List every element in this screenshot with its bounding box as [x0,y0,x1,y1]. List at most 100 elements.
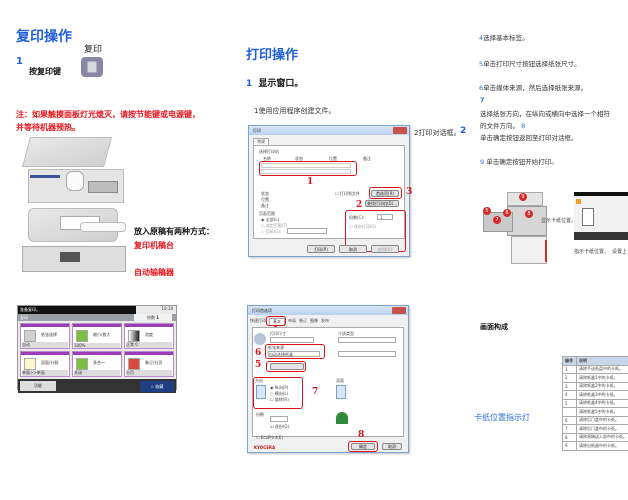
tab-bar: 快速打印 基本 布局 装订 图像 发布 [250,318,329,326]
tile-duplex[interactable]: 双面/分割单面>>单面 [20,351,70,377]
copies-field[interactable]: 份数 1 [134,314,172,321]
callout-box-6 [265,344,325,359]
function-button[interactable]: 功能 [20,381,56,391]
jam-indicator-label: 卡纸位置指示灯 [474,413,530,422]
collate-checkbox[interactable]: ☑ 逐份(O) [270,424,290,429]
callout-2: 2 [356,200,363,210]
printer-row[interactable] [261,163,351,168]
copy-key-button[interactable] [81,57,103,77]
callout-3: 3 [406,187,413,197]
tile-combine[interactable]: 多合一关闭 [72,351,122,377]
tile-collate[interactable]: 装订/分页分页 [124,351,174,377]
tab-imaging[interactable]: 图像 [310,318,318,323]
portrait-radio[interactable]: ◉ 纵向(P) [270,385,289,390]
paper-icon [24,330,36,342]
tab-layout[interactable]: 布局 [288,318,296,323]
callout-box-4 [266,316,286,326]
zoom-icon [76,330,88,342]
callout-8: 8 [358,430,365,440]
favorites-button[interactable]: ☆ 收藏 [140,380,174,392]
panel-time: 10:10 [161,306,173,311]
duplex-label: 双面 [336,378,344,383]
callout-1: 1 [307,177,314,187]
range-pages-radio[interactable]: ○ 页码(G): [261,229,282,234]
tab-quick-print[interactable]: 快速打印 [250,318,266,323]
print-to-file-checkbox[interactable]: ☐ 打印到文件 [335,191,360,196]
orientation-icon [256,385,266,399]
tile-paper-select[interactable]: 纸张选择自动 [20,323,70,349]
media-source-select[interactable]: 自动选择纸盒 [268,351,320,357]
duplex-select[interactable] [338,351,396,357]
combine-icon [76,358,88,370]
landscape-radio[interactable]: ○ 横向(L) [270,391,289,396]
duplex-icon [24,358,36,370]
step-7-number: 7 [480,96,485,104]
placement-option-platen: 复印机稿台 [134,241,174,250]
range-all-radio[interactable]: ◉ 全部(L) [261,217,280,222]
cancel-button[interactable]: 取消 [382,443,402,450]
print-substep-1: 1使用应用程序创建文件。 [254,107,336,115]
printer-row[interactable] [261,169,351,174]
close-icon[interactable] [393,127,407,134]
page-range-input[interactable] [287,228,327,234]
ok-button[interactable]: 确定 [351,443,375,450]
copies-input[interactable] [270,416,288,422]
callout-box-7 [253,377,303,409]
collate-icon [128,358,140,370]
preferences-button[interactable]: 首选项(R) [371,190,399,197]
page-range-label: 页面范围 [259,211,275,216]
tile-density[interactable]: 浓度正常 0 [124,323,174,349]
rotate-checkbox[interactable]: ☐ 旋转(R) [270,397,289,402]
print-button[interactable]: 打印(P) [307,245,335,253]
print-size-button[interactable] [270,363,304,370]
callout-box-5 [266,361,306,372]
tab-finishing[interactable]: 装订 [299,318,307,323]
cancel-button[interactable]: 取消 [339,245,367,253]
diagram-label: 显示卡纸位置。 [541,218,577,224]
eco-tree-icon [336,412,348,424]
tab-general[interactable]: 常规 [253,138,269,145]
copies-input[interactable]: 1 [377,214,393,220]
print-size-select[interactable] [270,337,314,343]
placement-heading: 放入原稿有两种方式： [134,227,214,236]
media-type-select[interactable] [338,337,396,343]
step-9: 9 单击确定按钮开始打印。 [480,158,558,166]
panel-status: 准备复印。 [18,306,136,314]
warning-note: 注：如果触摸面板灯光熄灭，请按节能键或电源键， 并等待机器预热。 [16,108,236,134]
ecoprint-checkbox[interactable]: ☐ EcoPrint(E) [256,435,283,440]
tab-publishing[interactable]: 发布 [321,318,329,323]
copy-section-title: 复印操作 [16,29,72,45]
callout-7: 7 [312,387,319,397]
adf-illustration [20,208,130,273]
range-selection-radio[interactable]: ○ 选定范围(T) [261,223,288,228]
jam-callout: 5 [483,207,491,215]
close-icon[interactable] [392,307,406,314]
find-printer-button[interactable]: 查找打印机(D)... [365,200,399,207]
collate-checkbox[interactable]: ☑ 逐份打印(O) [349,224,377,229]
copy-key-label: 复印 [84,45,103,55]
print-step1: 1 显示窗口。 [246,79,304,89]
kyocera-logo: KYOCERA [254,445,276,450]
step-8-text: 单击确定按钮返回至打印对话框。 [480,134,578,142]
orientation-label: 方向 [255,378,263,383]
callout-5: 5 [255,360,262,370]
callout-box-3 [369,187,402,199]
media-source-label: 纸张来源 [268,345,284,350]
jam-callout: 9 [519,193,527,201]
media-type-label: 介质类型 [338,331,354,336]
table-row: 清除纸盒5中的卡纸。 [562,407,628,417]
column-name: 名称 [263,156,271,161]
diagram-caption-mid: 指示卡纸位置。 [574,249,610,255]
step-text: 按复印键 [29,67,61,76]
apply-button[interactable]: 应用(A) [371,245,399,253]
copies-label: 份数(C): [349,215,365,220]
jam-callout: 7 [493,216,501,224]
